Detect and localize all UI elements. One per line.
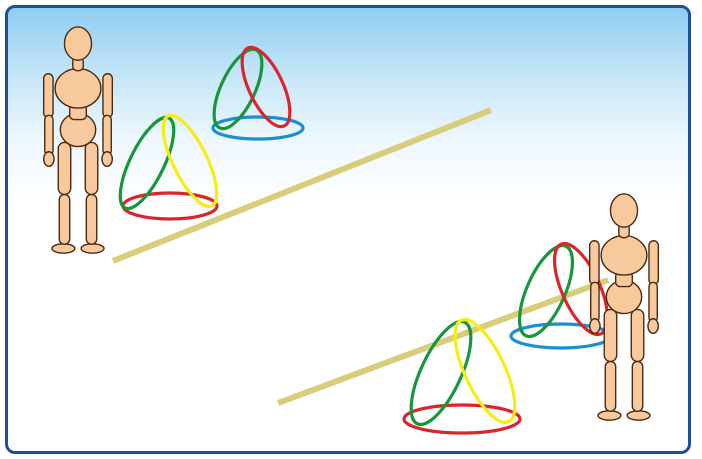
game-scene xyxy=(5,5,691,454)
hoop-set-bottom-center[interactable] xyxy=(399,312,527,435)
stick-upper xyxy=(111,107,493,264)
hoop-set-top-center[interactable] xyxy=(204,41,305,141)
mannequin-right xyxy=(588,193,660,421)
red-arch-hoop[interactable] xyxy=(232,41,299,133)
blue-base-hoop[interactable] xyxy=(211,115,305,141)
red-base-hoop[interactable] xyxy=(402,403,522,435)
yellow-arch-hoop[interactable] xyxy=(153,109,227,214)
green-arch-hoop[interactable] xyxy=(110,111,184,216)
mannequin-left xyxy=(42,26,114,254)
stick-lower xyxy=(276,277,610,406)
scene-canvas xyxy=(42,26,660,435)
green-arch-hoop[interactable] xyxy=(399,314,483,432)
yellow-arch-hoop[interactable] xyxy=(443,312,527,430)
green-arch-hoop[interactable] xyxy=(204,43,271,135)
hoop-set-top-left[interactable] xyxy=(110,109,227,221)
